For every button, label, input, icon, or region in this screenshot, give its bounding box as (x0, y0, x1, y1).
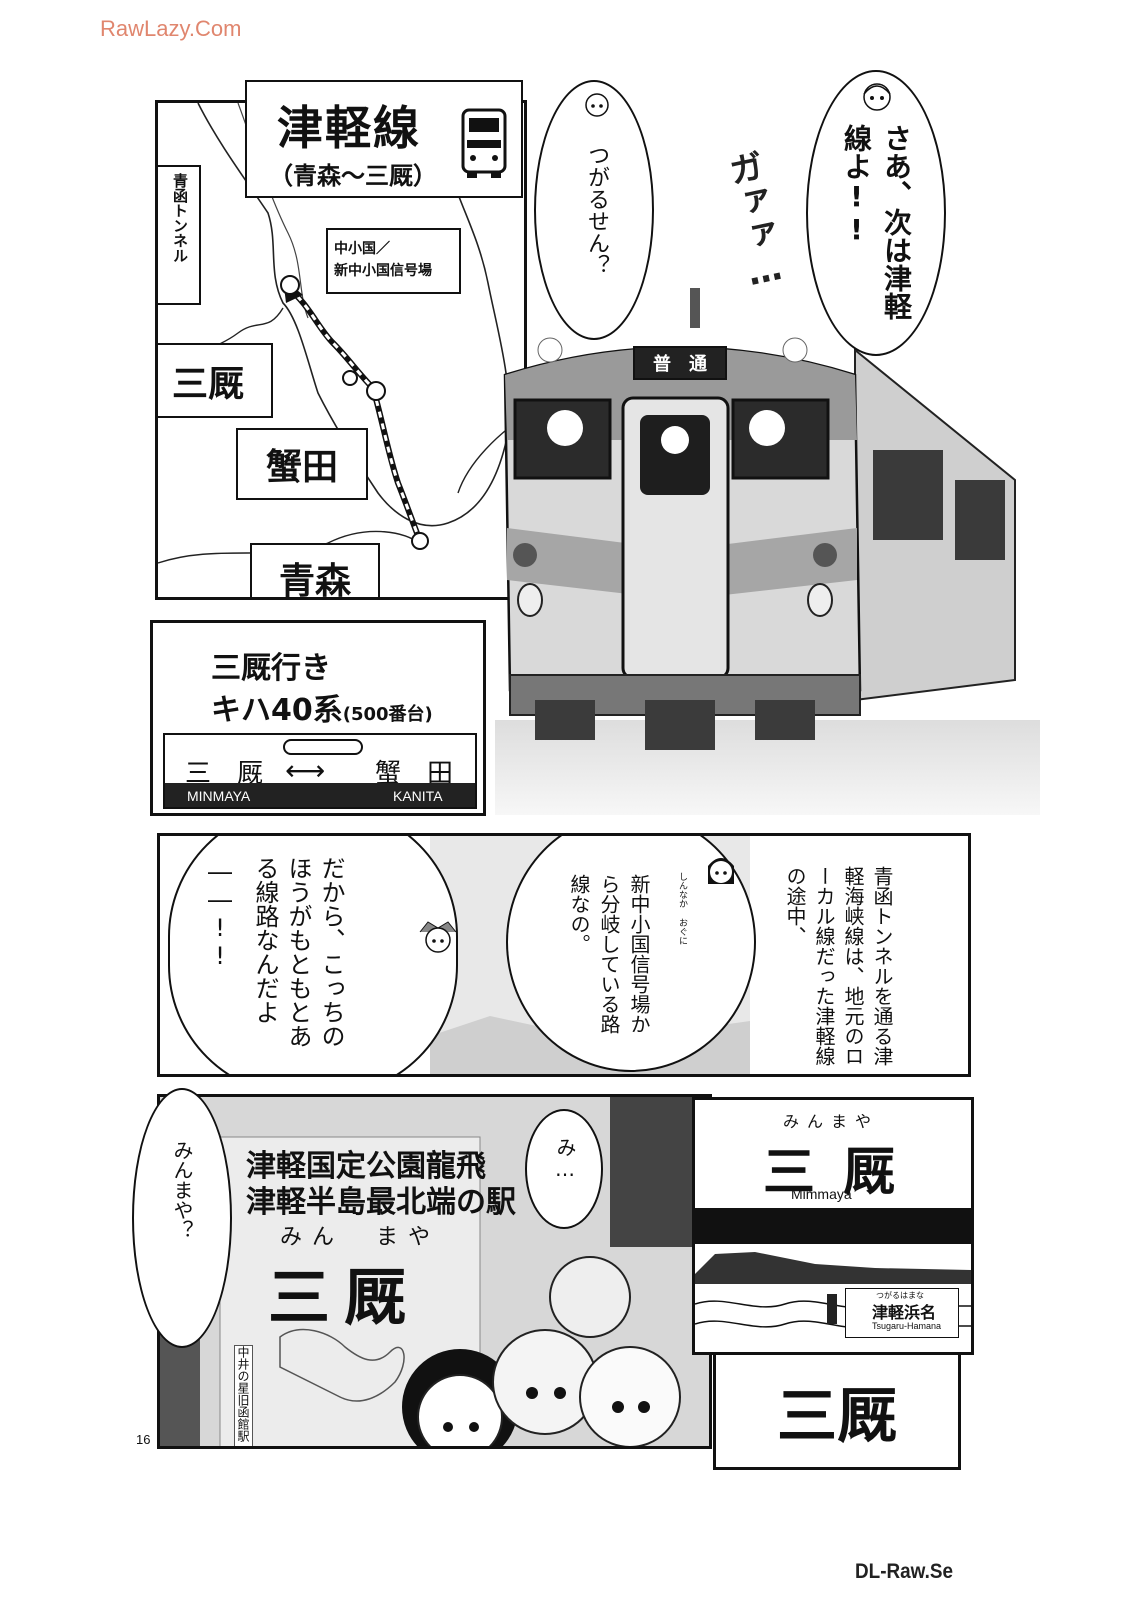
watermark-bottom: DL-Raw.Se (855, 1560, 954, 1583)
map-title: 津軽線 (277, 101, 421, 155)
speech-bubble-left: つがるせん？ (534, 80, 654, 340)
route-sign-right-roman: KANITA (393, 788, 443, 804)
train-illustration (495, 288, 1040, 815)
bubble-mi: み… (525, 1109, 603, 1229)
board-small-text: 中井の星旧函館駅 (234, 1345, 253, 1446)
map-title-box: 津軽線 （青森〜三厩） (245, 80, 523, 198)
speech-text-right: さあ、次は津軽線よ!! (840, 124, 913, 320)
middle-exclaim: ――!! (206, 858, 234, 970)
station-sign: みんまや 三厩 Mimmaya つがるはまな 津軽浜名 Tsugaru-Hama… (692, 1097, 974, 1355)
station-sign-roman: Mimmaya (791, 1186, 852, 1202)
route-sign-left-roman: MINMAYA (187, 788, 251, 804)
train-icon (461, 108, 507, 178)
map-label-kanita: 蟹田 (236, 428, 368, 500)
route-arrow-icon: ⟷ (285, 754, 326, 787)
train-destination-sign: 普 通 (633, 346, 727, 380)
train-model-sub: (500番台) (342, 704, 433, 725)
bubble-minmaya-text: みんまや？ (170, 1140, 194, 1240)
map-label-minmaya: 三厩 (158, 343, 273, 418)
board-station: 三厩 (268, 1261, 421, 1334)
page-number: 16 (136, 1432, 151, 1447)
middle-text-right: 青函トンネルを通る津軽海峡線は、地元のローカル線だった津軽線の途中、 (783, 866, 894, 1066)
character-face-icon (863, 83, 891, 111)
junction-label: 中小国／ 新中小国信号場 (326, 228, 461, 294)
left-bubble: だから、こっちのほうがもともとある線路なんだよ ――!! (168, 836, 458, 1074)
train-info-panel: 三厩行き キハ40系(500番台) 三 厩 ⟷ 蟹 田 MINMAYA KANI… (150, 620, 486, 816)
character-face-icon (708, 858, 734, 884)
bottom-panel: 津軽国定公園龍飛 津軽半島最北端の駅 みん まや 三厩 中井の星旧函館駅 み… (157, 1094, 712, 1449)
speech-bubble-right: さあ、次は津軽線よ!! (806, 70, 946, 356)
train-panel: 普 通 (495, 280, 1040, 815)
watermark-top: RawLazy.Com (100, 16, 242, 41)
character-face-icon (585, 93, 609, 117)
bubble-minmaya: みんまや？ (132, 1088, 232, 1348)
character-face-icon (419, 921, 457, 953)
next-station-ruby: つがるはまな (876, 1291, 924, 1300)
train-sfx: ガァァ… (719, 147, 789, 295)
middle-bubble: 新中小国信号場から分岐している路線なの。 しんなか おぐに (506, 836, 756, 1072)
station-sign-name: 三厩 (763, 1142, 924, 1203)
next-station-name: 津軽浜名 (872, 1303, 937, 1322)
station-caption: 三厩 (713, 1352, 961, 1470)
board-ruby: みん まや (280, 1225, 441, 1250)
train-model-main: キハ40系 (211, 693, 343, 728)
board-line-2: 津軽半島最北端の駅 (246, 1185, 516, 1220)
map-illustration (158, 103, 524, 564)
speech-text-left: つがるせん？ (584, 144, 609, 276)
tunnel-label: 青函トンネル (158, 165, 201, 305)
route-sign-pill (283, 739, 363, 755)
board-line-1: 津軽国定公園龍飛 (246, 1149, 486, 1184)
middle-text-mid: 新中小国信号場から分岐している路線なの。 (567, 874, 651, 1034)
junction-label-line1: 中小国／ (334, 241, 390, 257)
train-destination: 三厩行き (211, 651, 331, 686)
map-subtitle: （青森〜三厩） (269, 162, 437, 190)
map-label-aomori: 青森 (250, 543, 380, 597)
middle-panel: 青函トンネルを通る津軽海峡線は、地元のローカル線だった津軽線の途中、 新中小国信… (157, 833, 971, 1077)
middle-text-left: だから、こっちのほうがもともとある線路なんだよ (251, 856, 345, 1048)
train-model: キハ40系(500番台) (211, 685, 433, 729)
bubble-mi-text: み… (553, 1137, 577, 1181)
next-station-roman: Tsugaru-Hamana (872, 1321, 942, 1331)
route-sign: 三 厩 ⟷ 蟹 田 MINMAYA KANITA (163, 733, 477, 809)
next-station-box: つがるはまな 津軽浜名 Tsugaru-Hamana (845, 1288, 959, 1338)
route-sign-bar (165, 783, 475, 807)
station-sign-bar (695, 1208, 971, 1244)
junction-label-line2: 新中小国信号場 (334, 263, 432, 279)
station-sign-ruby: みんまや (783, 1112, 880, 1131)
middle-text-mid-ruby: しんなか おぐに (677, 872, 687, 945)
